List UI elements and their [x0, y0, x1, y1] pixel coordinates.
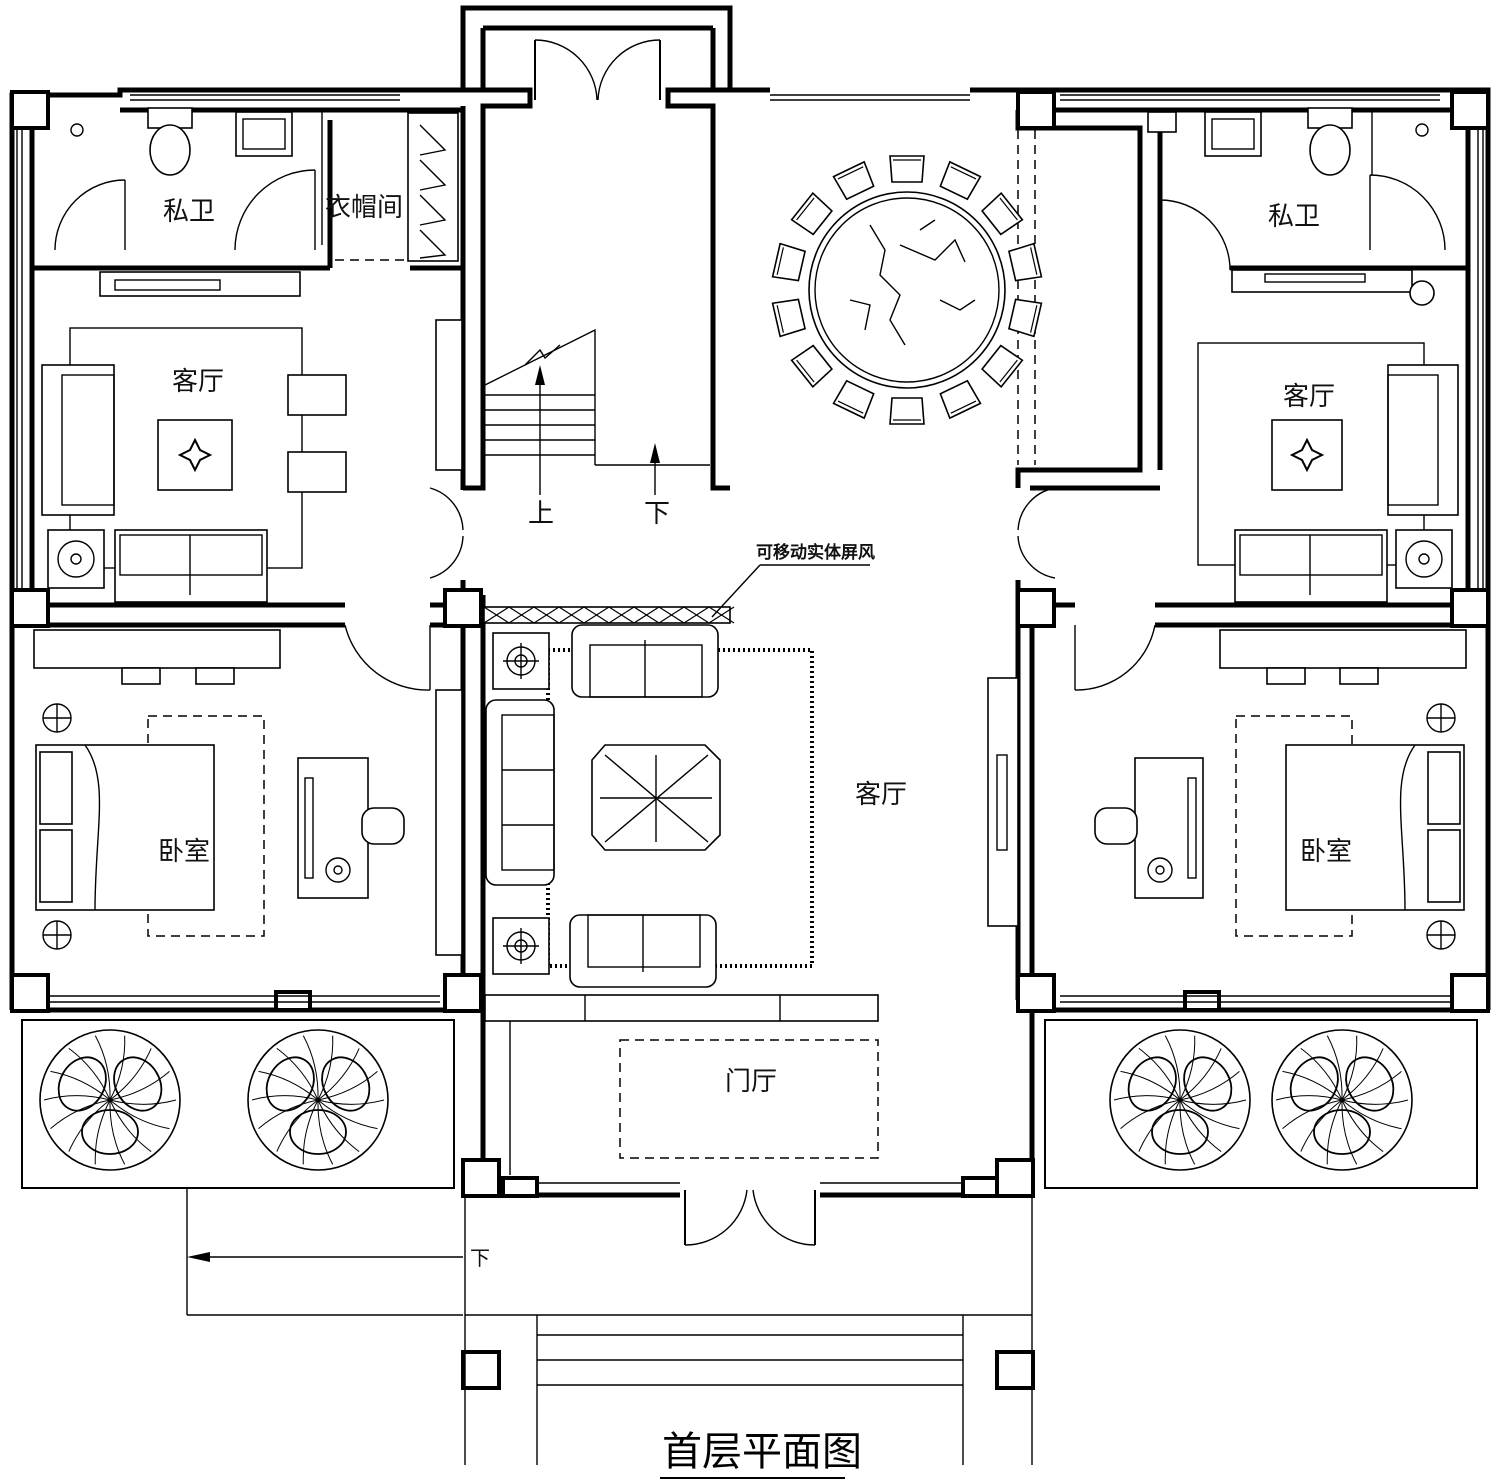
bedroom-right-furniture	[1094, 629, 1467, 950]
windows	[16, 94, 1484, 1184]
dining-chair	[980, 344, 1024, 389]
dining-chair	[1008, 298, 1043, 338]
label-bedroom-left: 卧室	[158, 837, 210, 867]
dining-chair	[832, 160, 875, 201]
dining-chair	[980, 191, 1024, 236]
dining-chair	[771, 242, 806, 282]
label-bedroom-right: 卧室	[1300, 837, 1352, 867]
label-step-down: 下	[470, 1246, 490, 1270]
dining-chair	[832, 379, 875, 420]
label-movable-screen: 可移动实体屏风	[756, 542, 875, 563]
left-side-cabinet	[435, 319, 463, 956]
label-stair-up: 上	[528, 499, 554, 529]
label-cloak-room: 衣帽间	[325, 193, 403, 223]
label-living-left: 客厅	[172, 367, 224, 397]
label-bath-right: 私卫	[1268, 202, 1320, 232]
label-foyer: 门厅	[725, 1067, 777, 1097]
tree-symbol	[1109, 1029, 1251, 1171]
center-living-furniture	[483, 564, 1019, 988]
tree-symbol	[39, 1029, 181, 1171]
label-living-center: 客厅	[855, 780, 907, 810]
drawing-title: 首层平面图	[662, 1429, 862, 1475]
tree-symbol	[1271, 1029, 1413, 1171]
dining-chair	[790, 344, 834, 389]
label-living-right: 客厅	[1283, 382, 1335, 412]
dining-chair	[939, 379, 982, 420]
foyer-furniture	[484, 994, 879, 1175]
doors	[54, 39, 1446, 1246]
room-labels: 私卫 衣帽间 客厅 卧室 客厅 客厅 私卫 卧室 门厅 可移动实体屏风 上 下 …	[158, 193, 1352, 1475]
bath-left-fixtures	[70, 107, 323, 245]
bedroom-left-furniture	[33, 629, 405, 950]
label-stair-down: 下	[644, 499, 670, 529]
columns	[10, 90, 1490, 1390]
planters	[21, 1019, 1478, 1189]
dining-chair	[939, 160, 982, 201]
tree-symbol	[247, 1029, 389, 1171]
dining-chair	[771, 298, 806, 338]
staircase	[484, 328, 710, 495]
dining-chair	[889, 155, 925, 183]
round-dining-table	[771, 130, 1043, 465]
living-left-furniture	[41, 271, 347, 603]
dining-chair	[889, 397, 925, 425]
label-bath-left: 私卫	[163, 197, 215, 227]
wardrobe-rack	[335, 112, 459, 262]
bath-right-fixtures	[1147, 107, 1435, 306]
living-right-furniture	[1197, 342, 1459, 603]
dining-chair	[790, 191, 834, 236]
dining-chair	[1008, 242, 1043, 282]
front-porch	[186, 1188, 1033, 1479]
